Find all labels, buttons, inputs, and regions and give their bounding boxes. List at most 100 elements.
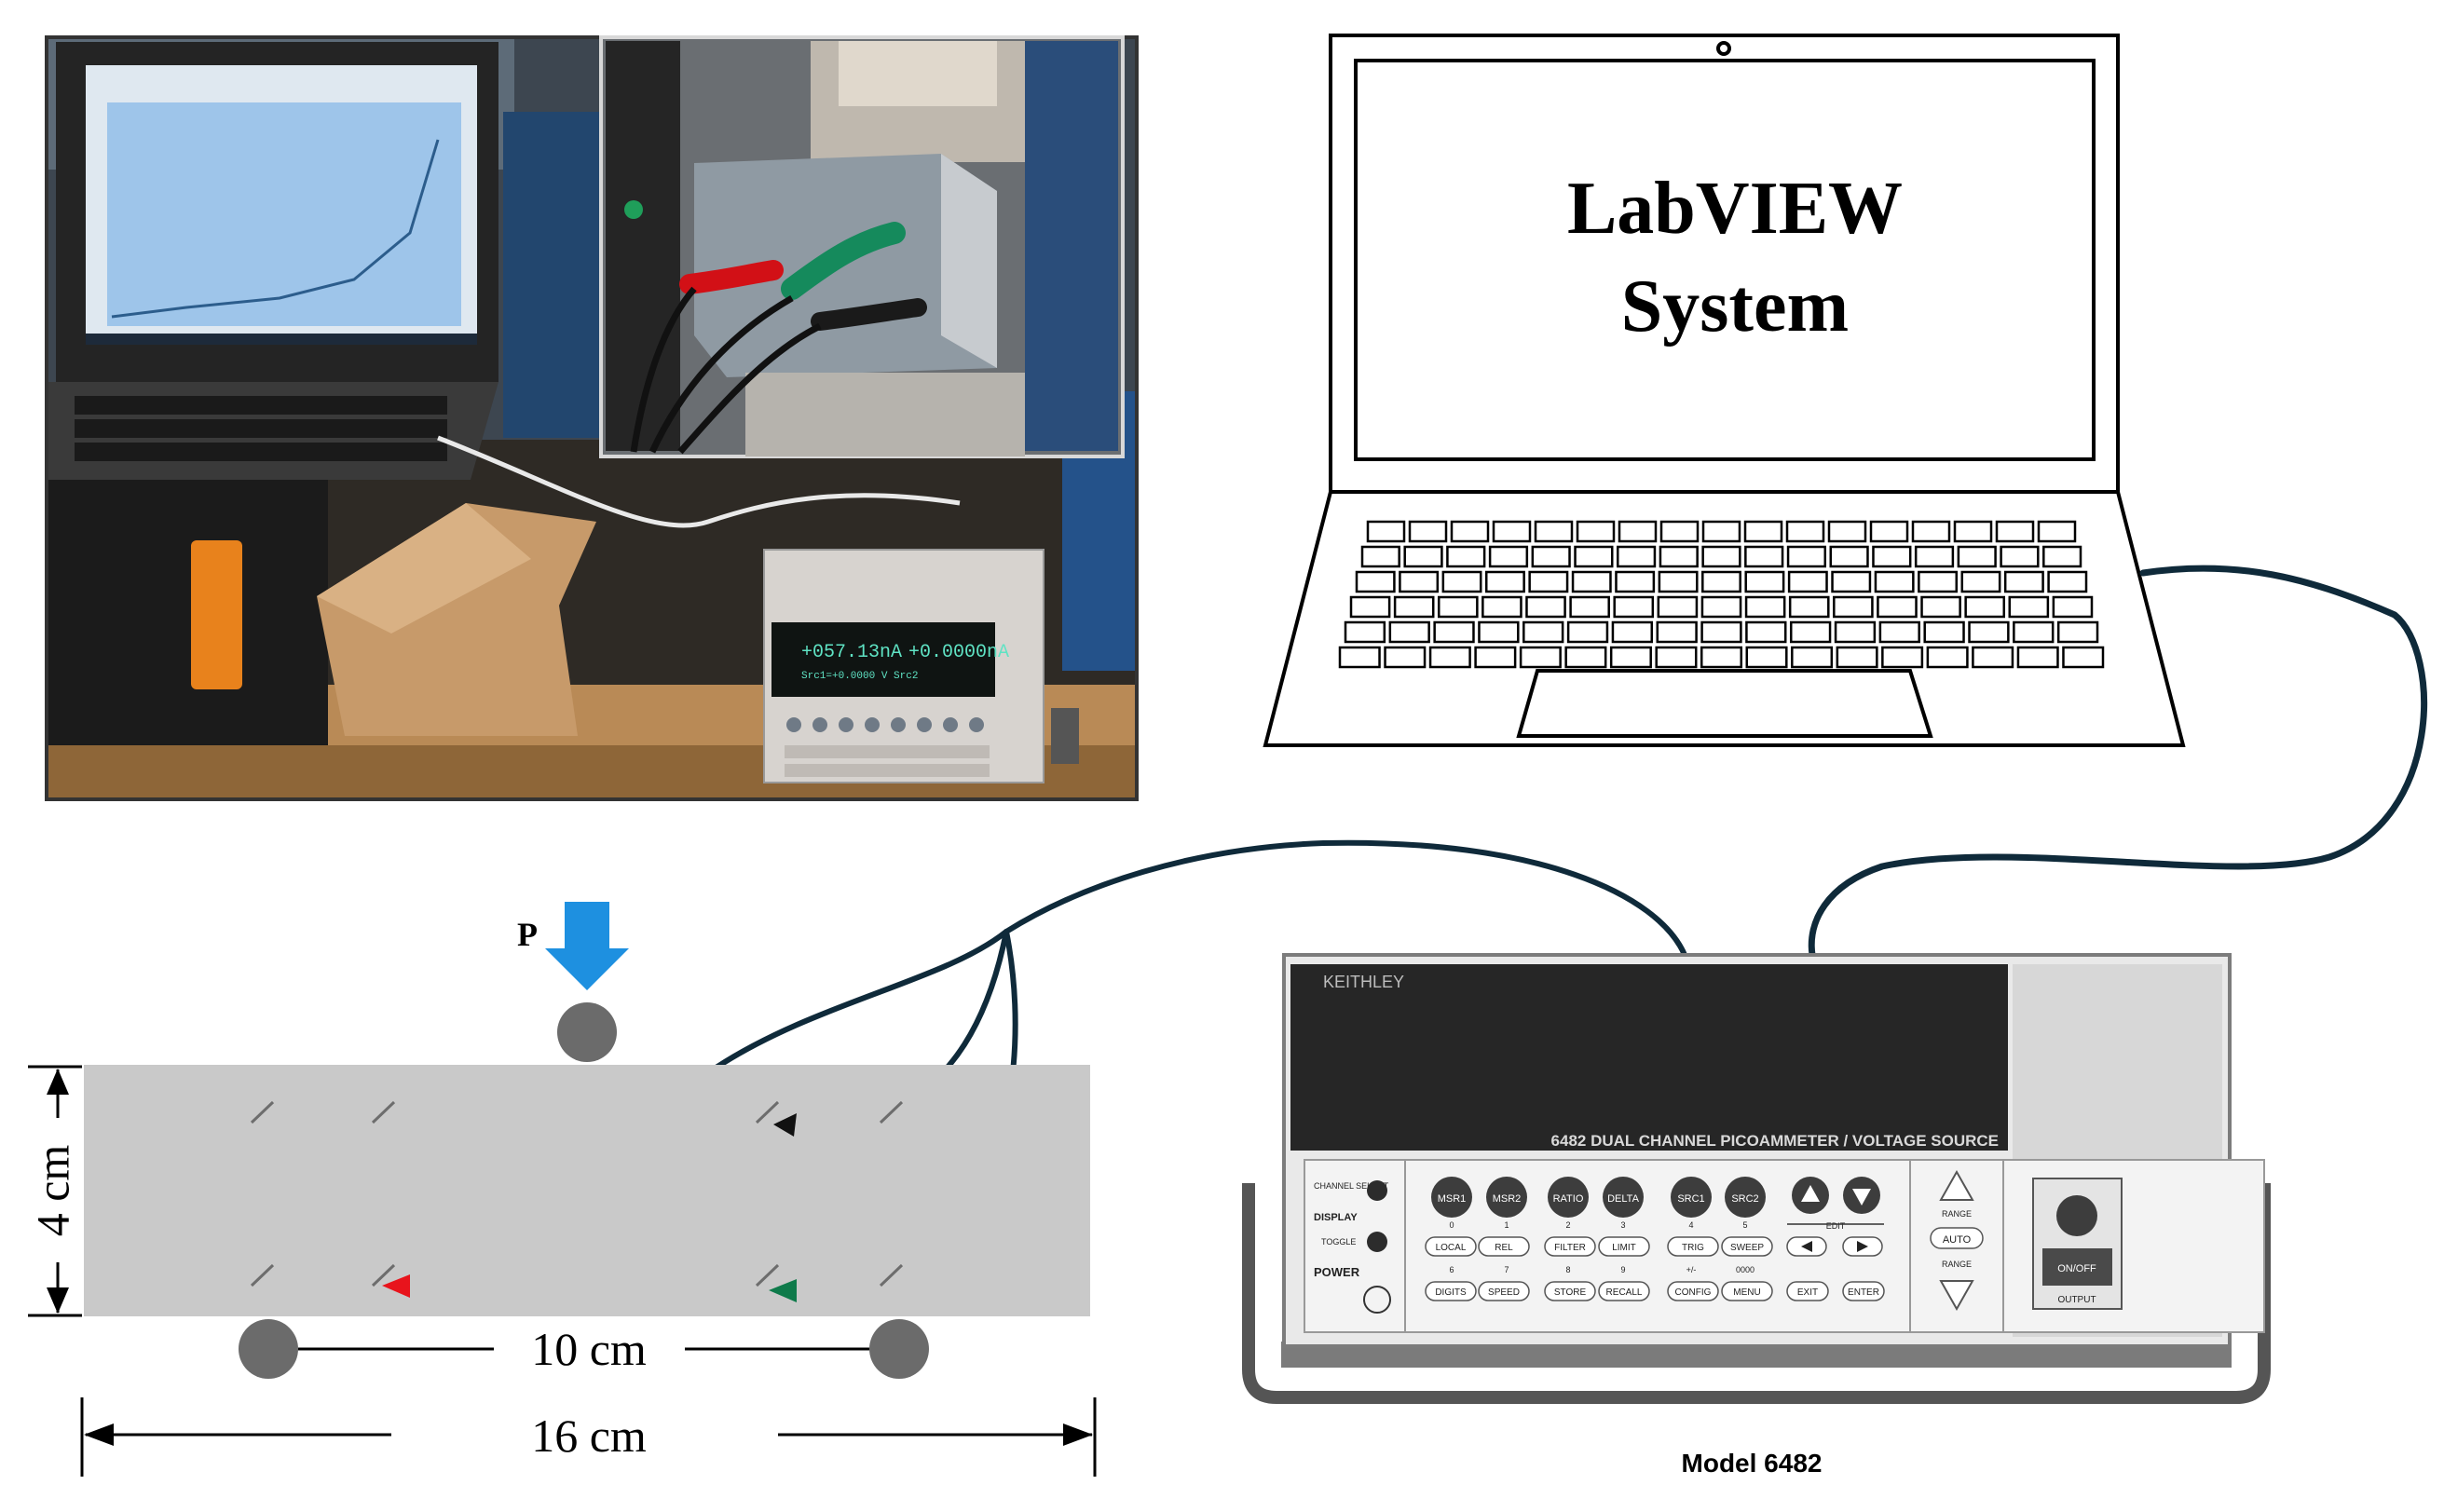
output-onoff-button[interactable] — [2042, 1248, 2112, 1286]
keyboard-key — [1528, 570, 1569, 593]
power-switch[interactable] — [1363, 1286, 1391, 1314]
button-digits-label: DIGITS — [1435, 1287, 1467, 1298]
button-menu[interactable] — [1721, 1281, 1773, 1301]
keithley-6482-instrument: KEITHLEY 6482 DUAL CHANNEL PICOAMMETER /… — [1242, 953, 2271, 1404]
button-recall-label: RECALL — [1606, 1287, 1643, 1298]
button-store[interactable] — [1544, 1281, 1596, 1301]
keyboard-key — [1785, 520, 1825, 543]
button-rel[interactable] — [1478, 1236, 1530, 1257]
keyboard-key — [1428, 646, 1471, 669]
channel-select-button[interactable] — [1367, 1180, 1387, 1201]
keyboard-key — [1613, 595, 1655, 619]
keyboard-key — [2052, 595, 2094, 619]
keyboard-key — [1446, 545, 1486, 568]
button-ratio[interactable] — [1548, 1177, 1589, 1218]
button-enter[interactable] — [1842, 1281, 1885, 1301]
button-menu-label: MENU — [1733, 1287, 1760, 1298]
button-trig[interactable] — [1667, 1236, 1719, 1257]
keyboard-key — [1911, 520, 1951, 543]
button-sweep[interactable] — [1721, 1236, 1773, 1257]
laptop-screen-title-line-2: System — [1621, 266, 1849, 347]
keyboard-key — [1519, 646, 1562, 669]
button-config[interactable] — [1667, 1281, 1719, 1301]
keyboard-key — [1914, 545, 1955, 568]
keyboard-key — [1478, 620, 1520, 644]
button-delta[interactable] — [1603, 1177, 1644, 1218]
button-recall[interactable] — [1598, 1281, 1650, 1301]
number-label: 9 — [1620, 1265, 1625, 1274]
button-filter[interactable] — [1544, 1236, 1596, 1257]
keyboard-key — [1877, 595, 1918, 619]
button-src2-label: SRC2 — [1731, 1193, 1758, 1205]
keyboard-key — [1878, 620, 1920, 644]
keyboard-key — [1972, 646, 2014, 669]
keyboard-key — [1433, 620, 1475, 644]
labview-laptop — [1263, 34, 2186, 747]
keyboard-key — [1827, 520, 1867, 543]
keyboard-key — [1399, 570, 1440, 593]
keyboard-key — [1659, 520, 1700, 543]
keyboard-key — [1609, 646, 1652, 669]
keyboard-key — [1700, 646, 1743, 669]
label-channel-select: CHANNEL SELECT — [1314, 1181, 1389, 1191]
button-src1[interactable] — [1671, 1177, 1712, 1218]
number-label: 5 — [1742, 1220, 1747, 1230]
number-label: 4 — [1688, 1220, 1693, 1230]
output-knob[interactable] — [2056, 1195, 2097, 1236]
display-toggle-button[interactable] — [1367, 1232, 1387, 1252]
keyboard-key — [1616, 545, 1657, 568]
button-msr2[interactable] — [1486, 1177, 1527, 1218]
label-power: POWER — [1314, 1265, 1360, 1279]
keyboard-key — [1787, 570, 1828, 593]
keyboard-key — [1995, 520, 2035, 543]
button-digits[interactable] — [1425, 1281, 1477, 1301]
keyboard-key — [1360, 545, 1400, 568]
length-label: 16 cm — [531, 1410, 647, 1462]
keyboard-key — [2062, 646, 2105, 669]
keyboard-key — [1872, 545, 1912, 568]
button-trig-label: TRIG — [1682, 1243, 1704, 1253]
button-msr1[interactable] — [1431, 1177, 1472, 1218]
keyboard-key — [1522, 620, 1564, 644]
button-config-label: CONFIG — [1675, 1287, 1712, 1298]
button-local[interactable] — [1425, 1236, 1477, 1257]
photo-meter-reading-1: +057.13nA — [801, 642, 902, 663]
keyboard-key — [1656, 620, 1698, 644]
keyboard-key — [1450, 520, 1490, 543]
photo-meter-line-2: Src1=+0.0000 V Src2 — [801, 671, 918, 682]
range-auto-button[interactable] — [1930, 1227, 1984, 1249]
keyboard-key — [1659, 545, 1699, 568]
keyboard-key — [1920, 595, 1961, 619]
keyboard-key — [1874, 570, 1915, 593]
keyboard-key — [2047, 570, 2088, 593]
laptop-keyboard — [1338, 520, 2105, 669]
keyboard-key — [1745, 620, 1787, 644]
range-up-button[interactable] — [1939, 1169, 1974, 1201]
button-src2[interactable] — [1725, 1177, 1766, 1218]
keyboard-key — [1655, 646, 1698, 669]
button-limit[interactable] — [1598, 1236, 1650, 1257]
keyboard-key — [1789, 620, 1832, 644]
keyboard-key — [1869, 520, 1909, 543]
button-speed[interactable] — [1478, 1281, 1530, 1301]
keyboard-key — [1338, 646, 1381, 669]
keyboard-key — [1700, 620, 1742, 644]
number-label: 2 — [1565, 1220, 1570, 1230]
span-label: 10 cm — [531, 1323, 647, 1375]
range-down-button[interactable] — [1939, 1280, 1974, 1312]
number-label: 1 — [1504, 1220, 1509, 1230]
number-label: 7 — [1504, 1265, 1509, 1274]
photo-meter-reading-2: +0.0000nA — [908, 642, 1009, 663]
electrode-red-arrow — [382, 1274, 410, 1298]
keyboard-key — [1836, 646, 1878, 669]
button-exit[interactable] — [1786, 1281, 1829, 1301]
keyboard-key — [1349, 595, 1391, 619]
keyboard-key — [2003, 570, 2044, 593]
keyboard-key — [1534, 520, 1574, 543]
keyboard-key — [1831, 570, 1872, 593]
edit-label: EDIT — [1826, 1221, 1846, 1231]
